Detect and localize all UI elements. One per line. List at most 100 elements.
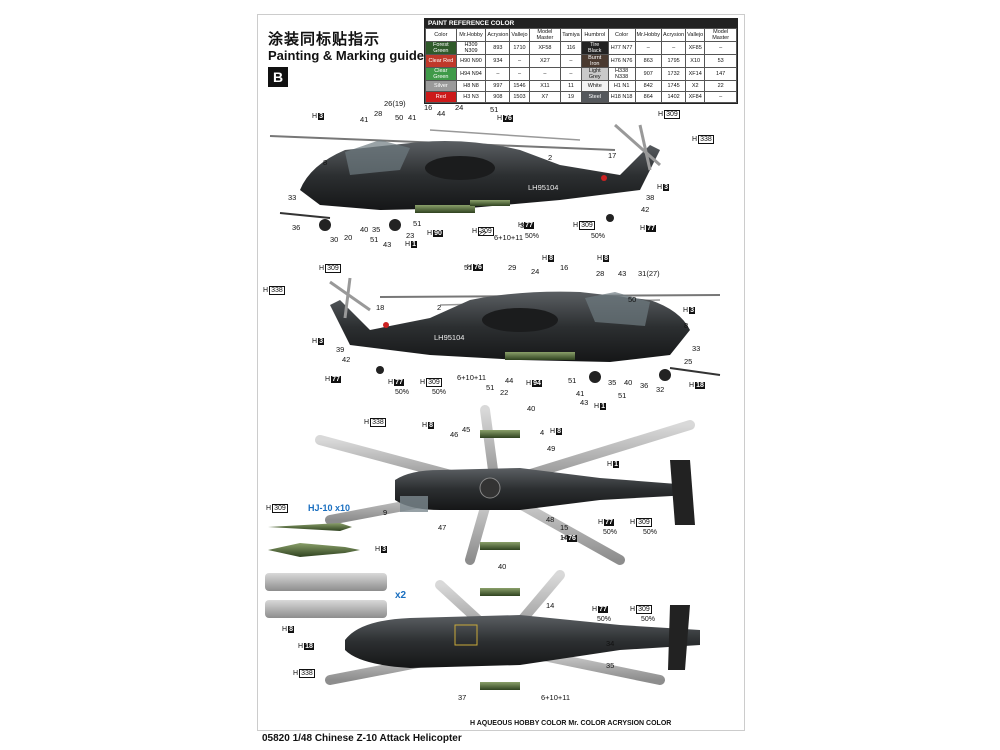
callout-number: 37 (458, 693, 466, 702)
footer-title: 05820 1/48 Chinese Z-10 Attack Helicopte… (262, 733, 462, 744)
callout-number: 23 (406, 231, 414, 240)
callout-number: 45 (462, 425, 470, 434)
paint-col-header: Vallejo (685, 28, 706, 42)
canopy-2 (585, 292, 650, 326)
top-view (315, 405, 695, 565)
callout-number: 51 (370, 235, 378, 244)
paint-col-header: Model Master (528, 28, 562, 42)
callout-number: 41 (408, 113, 416, 122)
callout-number: 28 (374, 109, 382, 118)
callout-number: 8 (323, 158, 327, 167)
pct-label: 50% (597, 616, 612, 623)
section-badge: B (268, 67, 288, 87)
callout-number: 39 (336, 345, 344, 354)
callout-number: 24 (531, 267, 539, 276)
wheel-2b (659, 369, 671, 381)
callout-number: 47 (438, 523, 446, 532)
callout-number: 50 (628, 295, 636, 304)
rocket-pod (268, 543, 360, 557)
paint-ref: 19 (560, 91, 582, 103)
pct-label: 50% (591, 233, 606, 240)
wheel-2a (589, 371, 601, 383)
callout-number: 43 (383, 240, 391, 249)
callout-number: 34 (606, 639, 614, 648)
paint-swatch: Clear Green (425, 67, 457, 81)
pct-label: 50% (395, 389, 410, 396)
callout-number: 18 (376, 303, 384, 312)
callout-number: 2 (437, 303, 441, 312)
legend: H AQUEOUS HOBBY COLOR Mr. COLOR ACRYSION… (470, 720, 672, 727)
callout-number: 4 (540, 428, 544, 437)
serial-2: LH95104 (434, 333, 464, 342)
callout-number: 9 (383, 508, 387, 517)
callout-number: 51 (413, 219, 421, 228)
callout-number: 6+10+11 (457, 373, 486, 382)
pct-label: 50% (641, 616, 656, 623)
bottom-view (325, 570, 700, 690)
title-english: Painting & Marking guide (268, 48, 425, 63)
callout-number: 35 (372, 225, 380, 234)
callout-number: 46 (450, 430, 458, 439)
fuel-tank-1 (265, 573, 387, 591)
callout-number: 50 (395, 113, 403, 122)
callout-number: 40 (498, 562, 506, 571)
callout-number: 28 (596, 269, 604, 278)
engine-pod-1 (425, 156, 495, 180)
callout-number: 6+10+11 (494, 233, 523, 242)
canopy-1 (345, 140, 410, 175)
callout-number: 2 (548, 153, 552, 162)
callout-number: 38 (646, 193, 654, 202)
title-chinese: 涂装同标贴指示 (268, 30, 381, 48)
weapons (265, 523, 387, 618)
stabilizer-bottom (668, 605, 690, 670)
callout-number: 25 (684, 357, 692, 366)
callout-number: 14 (560, 533, 568, 542)
callout-number: 33 (288, 193, 296, 202)
side-view-right: LH95104 (329, 277, 721, 383)
callout-number: 44 (505, 376, 513, 385)
callout-number: 31(27) (638, 269, 660, 278)
wheel-1b (389, 219, 401, 231)
weapon-label: HJ-10 x10 (308, 503, 351, 513)
callout-number: 44 (437, 109, 445, 118)
callout-number: 17 (608, 151, 616, 160)
callout-number: 43 (618, 269, 626, 278)
paint-ref: XF84 (685, 91, 706, 103)
paint-swatch: Forest Green (425, 41, 457, 55)
missile-rack-2 (505, 352, 575, 360)
callout-number: 36 (640, 381, 648, 390)
callout-number: 42 (641, 205, 649, 214)
callout-number: 16 (424, 103, 432, 112)
paint-swatch: Burnt Iron (580, 54, 609, 68)
callout-number: 22 (500, 388, 508, 397)
stabilizer-top (670, 460, 695, 525)
callout-number: 49 (547, 444, 555, 453)
hj10-missile (268, 523, 352, 531)
pct-label: 50% (432, 389, 447, 396)
callout-number: 16 (560, 263, 568, 272)
callout-number: 41 (576, 389, 584, 398)
